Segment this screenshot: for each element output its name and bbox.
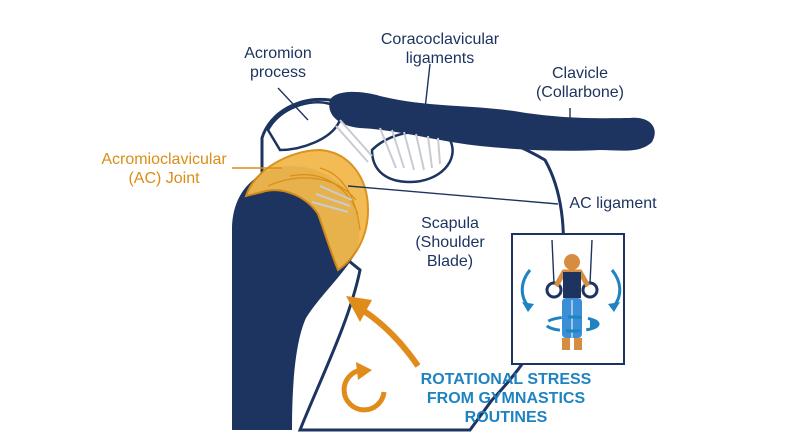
rotational-stress-label: ROTATIONAL STRESS FROM GYMNASTICS ROUTIN…	[420, 371, 592, 426]
coracoclavicular-ligaments-label: Coracoclavicular ligaments	[380, 31, 500, 67]
leader-lines	[277, 63, 571, 205]
scapula-label: Scapula (Shoulder Blade)	[415, 215, 485, 270]
ac-joint-label: Acromioclavicular (AC) Joint	[101, 151, 227, 187]
clavicle-shape	[329, 91, 655, 151]
clavicle-label: Clavicle (Collarbone)	[535, 65, 625, 101]
ac-joint-fibers	[267, 167, 361, 231]
rotation-arrow-icon	[341, 362, 387, 413]
ac-ligament-fibers	[311, 185, 353, 213]
gymnast-on-rings-icon	[545, 239, 599, 350]
acromion-process-label: Acromion process	[244, 45, 312, 81]
ac-ligament-label: AC ligament	[569, 195, 657, 212]
ac-joint-capsule	[244, 148, 370, 272]
gymnast-inset	[511, 233, 625, 365]
coracoclavicular-ligaments	[335, 119, 441, 171]
